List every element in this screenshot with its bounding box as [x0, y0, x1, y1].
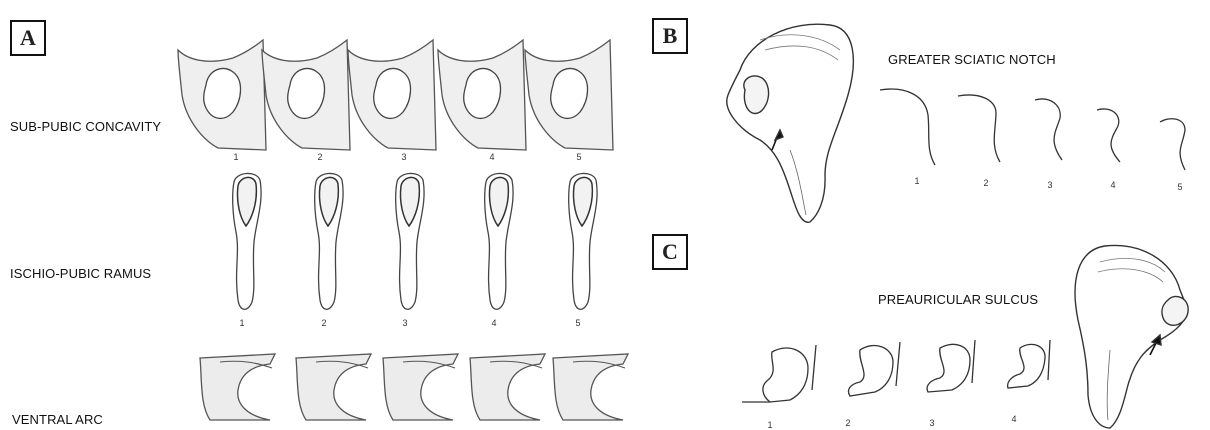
sulcus-number-3: 3 [922, 418, 942, 428]
sulcus-shape-2 [848, 346, 893, 396]
hip-bone-illustration-c [1075, 245, 1188, 428]
sulcus-shapes [742, 340, 1050, 402]
sulcus-number-1: 1 [760, 420, 780, 430]
sulcus-shape-4 [1008, 344, 1045, 388]
sulcus-number-4: 4 [1004, 414, 1024, 424]
sulcus-number-2: 2 [838, 418, 858, 428]
sulcus-shape-1 [763, 348, 808, 402]
sulcus-shape-3 [927, 344, 970, 392]
